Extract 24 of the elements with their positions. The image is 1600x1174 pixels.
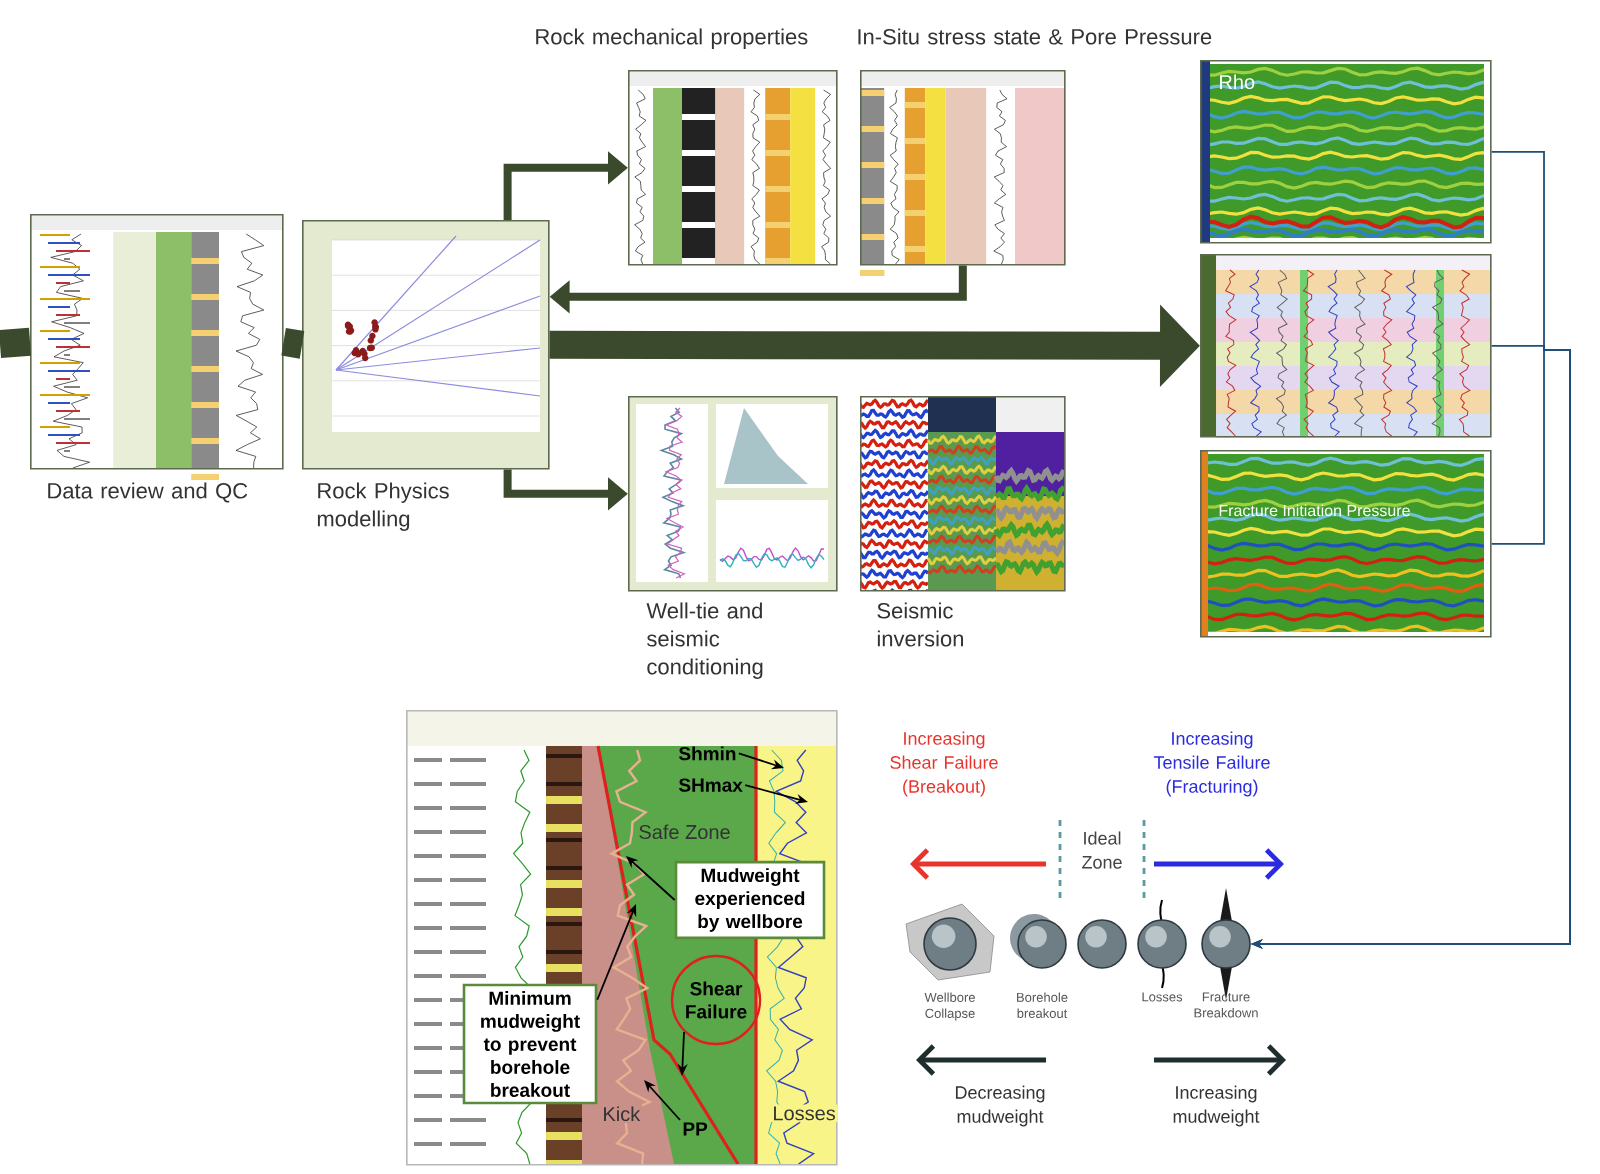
leader-line	[644, 1080, 681, 1121]
callout-box: Minimum mudweight to prevent borehole breakout	[462, 983, 598, 1105]
zone-label: Safe Zone	[636, 822, 733, 842]
panel-caption: Rock mechanical properties	[536, 28, 808, 49]
annotation-text: SHmax	[678, 778, 743, 792]
panel-caption: Data review and QC	[48, 482, 248, 503]
panel-caption: Well-tie and seismic conditioning	[646, 602, 763, 679]
direction-label: Increasing mudweight	[1173, 1085, 1260, 1127]
zone-label: Kick	[600, 1104, 643, 1124]
panel-title: Rho	[1220, 74, 1255, 90]
failure-label: Increasing Shear Failure (Breakout)	[890, 731, 998, 797]
wellbore-icon	[1077, 919, 1127, 969]
annotation-text: Shmin	[678, 746, 736, 761]
panel-caption: Seismic inversion	[877, 602, 963, 647]
callout-box: Mudweight experienced by wellbore	[674, 860, 826, 940]
failure-label: Increasing Tensile Failure (Fracturing)	[1153, 731, 1270, 797]
panel-caption: Rock Physics modelling	[317, 482, 449, 531]
annotation-text: PP	[683, 1122, 708, 1136]
direction-label: Decreasing mudweight	[955, 1085, 1045, 1127]
panel-title: Fracture Initiation Pressure	[1219, 504, 1410, 517]
zone-label: Losses	[770, 1104, 838, 1123]
zone-label: Ideal Zone	[1082, 831, 1122, 869]
leader-line	[626, 856, 676, 901]
panel-caption: In-Situ stress state & Pore Pressure	[858, 28, 1212, 45]
